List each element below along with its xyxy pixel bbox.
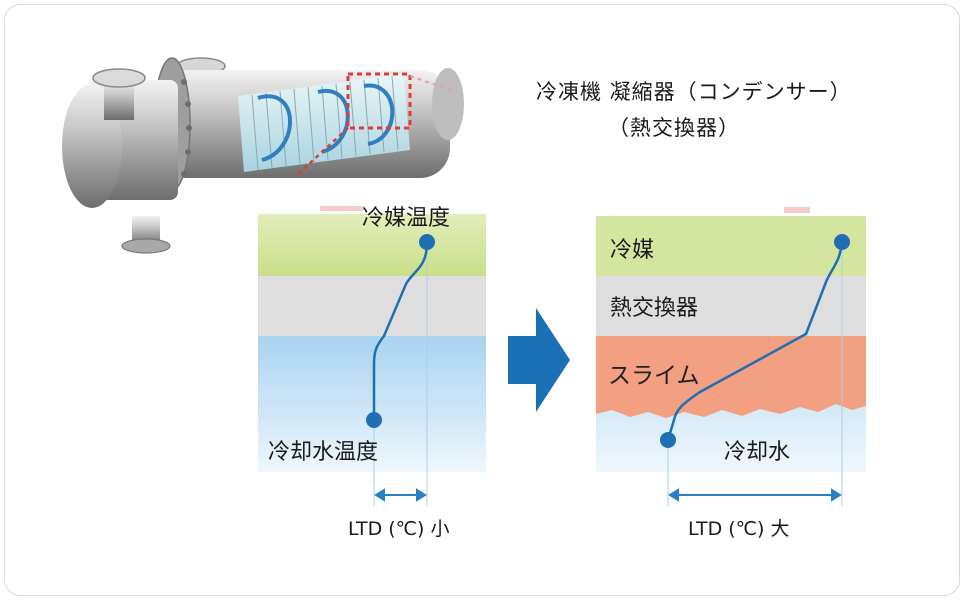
cooling-water-temp-point (660, 432, 676, 448)
temperature-profile-line (372, 241, 429, 420)
ltd-small-arrow (374, 488, 427, 502)
refrigerant-temp-label: 冷媒温度 (362, 206, 451, 231)
refrigerant-label: 冷媒 (610, 238, 655, 263)
refrigerant-layer (258, 214, 486, 276)
ltd-large-label: LTD (℃) 大 (688, 518, 790, 540)
heat-exchanger-label: 熱交換器 (610, 296, 699, 321)
right-layer-diagram (596, 207, 866, 506)
slime-layer (596, 336, 866, 418)
slime-label: スライム (608, 363, 700, 389)
cooling-water-temp-point (366, 412, 382, 428)
cooling-water-temp-label: 冷却水温度 (268, 440, 379, 465)
ltd-small-label: LTD (℃) 小 (348, 518, 450, 540)
cooling-water-layer (258, 336, 486, 472)
diagram-subtitle: （熱交換器） (608, 116, 740, 140)
left-layer-diagram (258, 214, 486, 506)
heat-exchanger-layer (258, 276, 486, 336)
refrigerant-temp-point (419, 234, 435, 250)
ltd-large-arrow (668, 488, 842, 502)
heat-exchanger-layer (596, 276, 866, 336)
transition-arrow (508, 308, 570, 412)
diagram-title: 冷凍機 凝縮器（コンデンサー） (536, 80, 852, 104)
temperature-profile-line (666, 241, 844, 441)
cooling-water-label: 冷却水 (724, 440, 791, 465)
refrigerant-temp-point (834, 234, 850, 250)
highlight-box (346, 72, 412, 130)
condenser-illustration (62, 57, 464, 254)
refrigerant-layer (596, 216, 866, 276)
